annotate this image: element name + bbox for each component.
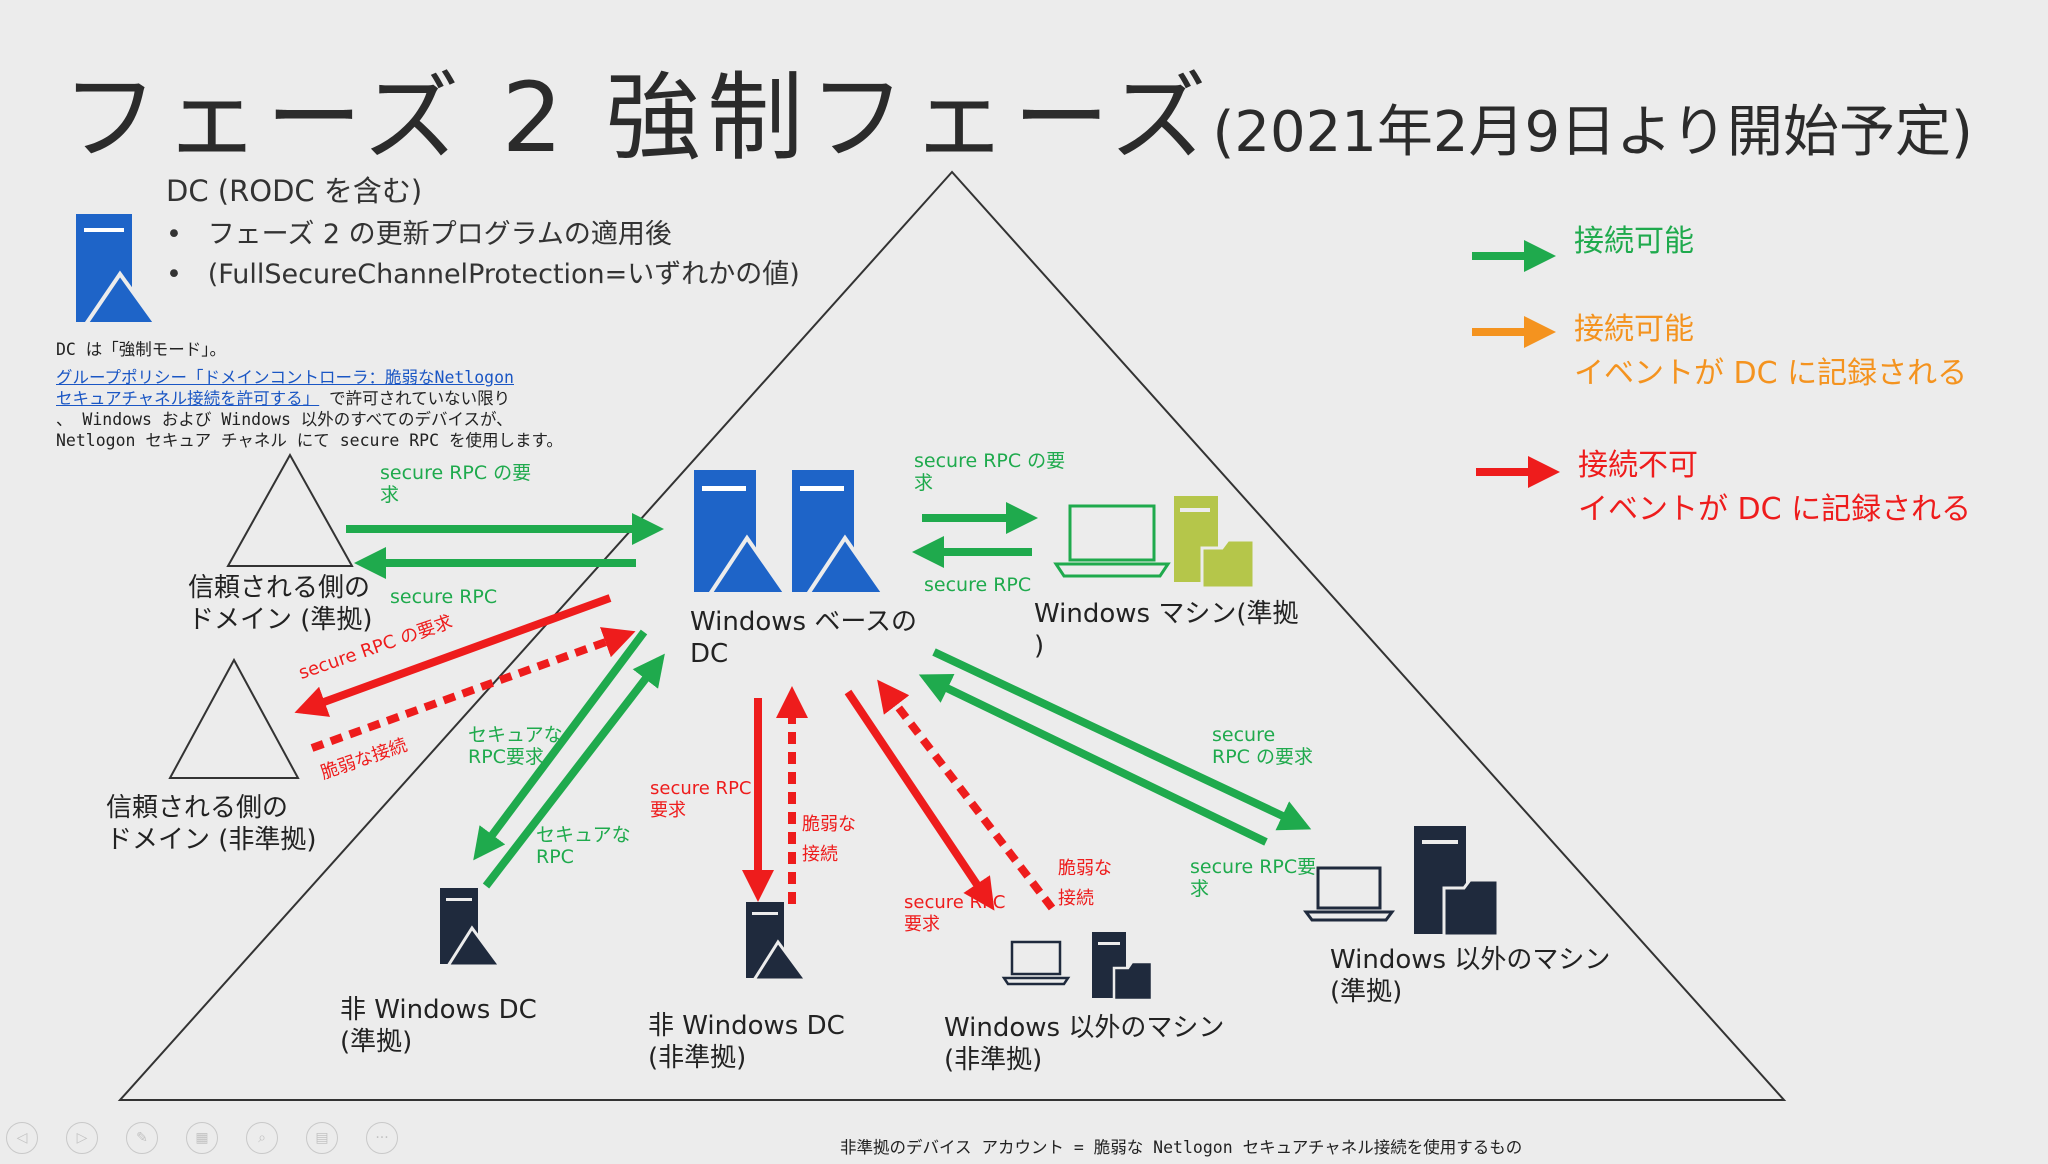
legend-ng-label-1: 接続不可 (1578, 448, 1698, 483)
policy-line-2: セキュアチャネル接続を許可する」 で許可されていない限り (56, 389, 511, 408)
footer-note: 非準拠のデバイス アカウント = 脆弱な Netlogon セキュアチャネル接続… (840, 1138, 1523, 1157)
policy-link-1[interactable]: グループポリシー「ドメインコントローラ：脆弱なNetlogon (56, 368, 514, 387)
label-win-req: secure RPC の要求 (914, 450, 1066, 494)
arrow-nonwin-m-ok-response (918, 674, 1268, 846)
arrow-trusted-ng-request (294, 594, 612, 717)
nonwin-machine-ng-icon (1001, 932, 1154, 1002)
pen-icon[interactable]: ✎ (126, 1122, 158, 1154)
nonwin-dc-ok-icon (440, 888, 503, 968)
policy-link-2[interactable]: セキュアチャネル接続を許可する」 (56, 389, 320, 408)
label-trusted-req: secure RPC の要求 (380, 462, 532, 506)
scope-triangle (117, 170, 1787, 1101)
title-date: (2021年2月9日より開始予定) (1212, 100, 1973, 165)
trusted-domain-ok-icon (226, 452, 354, 567)
enforce-mode-text: DC は「強制モード」。 (56, 340, 227, 359)
arrow-nonwin-m-ng-request (844, 689, 995, 911)
node-trusted-ok: 信頼される側のドメイン (準拠) (188, 573, 373, 635)
more-icon[interactable]: ··· (366, 1122, 398, 1154)
node-nonwin-dc-ng: 非 Windows DC(非準拠) (648, 1011, 845, 1073)
arrow-nonwin-dc-ok-request (473, 629, 648, 861)
dc-bullet-2: • (FullSecureChannelProtection=いずれかの値) (166, 259, 800, 290)
legend-ok-logged-label-2: イベントが DC に記録される (1574, 356, 1968, 391)
label-nonwin-m-ok-resp: secure RPC要求 (1190, 856, 1317, 900)
zoom-icon[interactable]: ⌕ (246, 1122, 278, 1154)
legend-ok-label: 接続可能 (1574, 224, 1694, 259)
node-nonwin-machine-ok: Windows 以外のマシン(準拠) (1330, 945, 1611, 1007)
node-trusted-ng: 信頼される側のドメイン (非準拠) (106, 793, 317, 855)
center-dc-server-icons (694, 470, 888, 596)
legend-ok-logged-label-1: 接続可能 (1574, 312, 1694, 347)
node-win-machine: Windows マシン(準拠) (1034, 599, 1299, 661)
nonwin-machine-ok-icon (1303, 826, 1500, 938)
policy-line-1[interactable]: グループポリシー「ドメインコントローラ：脆弱なNetlogon (56, 364, 514, 388)
slides-icon[interactable]: ▦ (186, 1122, 218, 1154)
label-trusted-resp: secure RPC (390, 586, 498, 608)
back-icon[interactable]: ◁ (6, 1122, 38, 1154)
dc-bullet-1: • フェーズ 2 の更新プログラムの適用後 (166, 219, 672, 250)
trusted-domain-ng-icon (168, 657, 300, 779)
label-nonwin-m-ng-weak: 脆弱な接続 (1058, 858, 1112, 909)
label-win-resp: secure RPC (924, 574, 1032, 596)
nonwin-dc-ng-icon (746, 902, 809, 982)
forward-icon[interactable]: ▷ (66, 1122, 98, 1154)
windows-machine-icon (1053, 496, 1256, 590)
arrow-nonwin-m-ok-request (932, 648, 1312, 831)
node-nonwin-machine-ng: Windows 以外のマシン(非準拠) (944, 1013, 1225, 1075)
page-title: フェーズ 2 強制フェーズ(2021年2月9日より開始予定) (62, 40, 1973, 179)
slide-nav-toolbar: ◁ ▷ ✎ ▦ ⌕ ▤ ··· (6, 1122, 398, 1154)
title-main: フェーズ 2 強制フェーズ (62, 62, 1213, 174)
label-nonwin-dc-ng-weak: 脆弱な接続 (802, 814, 856, 865)
dc-heading: DC (RODC を含む) (166, 174, 423, 208)
policy-line-4: Netlogon セキュア チャネル にて secure RPC を使用します。 (56, 431, 563, 450)
arrow-trusted-ng-weak (310, 627, 636, 752)
policy-line-3: 、 Windows および Windows 以外のすべてのデバイスが、 (56, 410, 513, 429)
legend-ng-label-2: イベントが DC に記録される (1578, 492, 1972, 527)
subtitle-icon[interactable]: ▤ (306, 1122, 338, 1154)
node-nonwin-dc-ok: 非 Windows DC(準拠) (340, 995, 537, 1057)
dc-legend-server-icon (76, 214, 160, 326)
arrow-nonwin-dc-ok-response (482, 653, 665, 889)
arrow-nonwin-m-ng-weak (877, 679, 1056, 911)
